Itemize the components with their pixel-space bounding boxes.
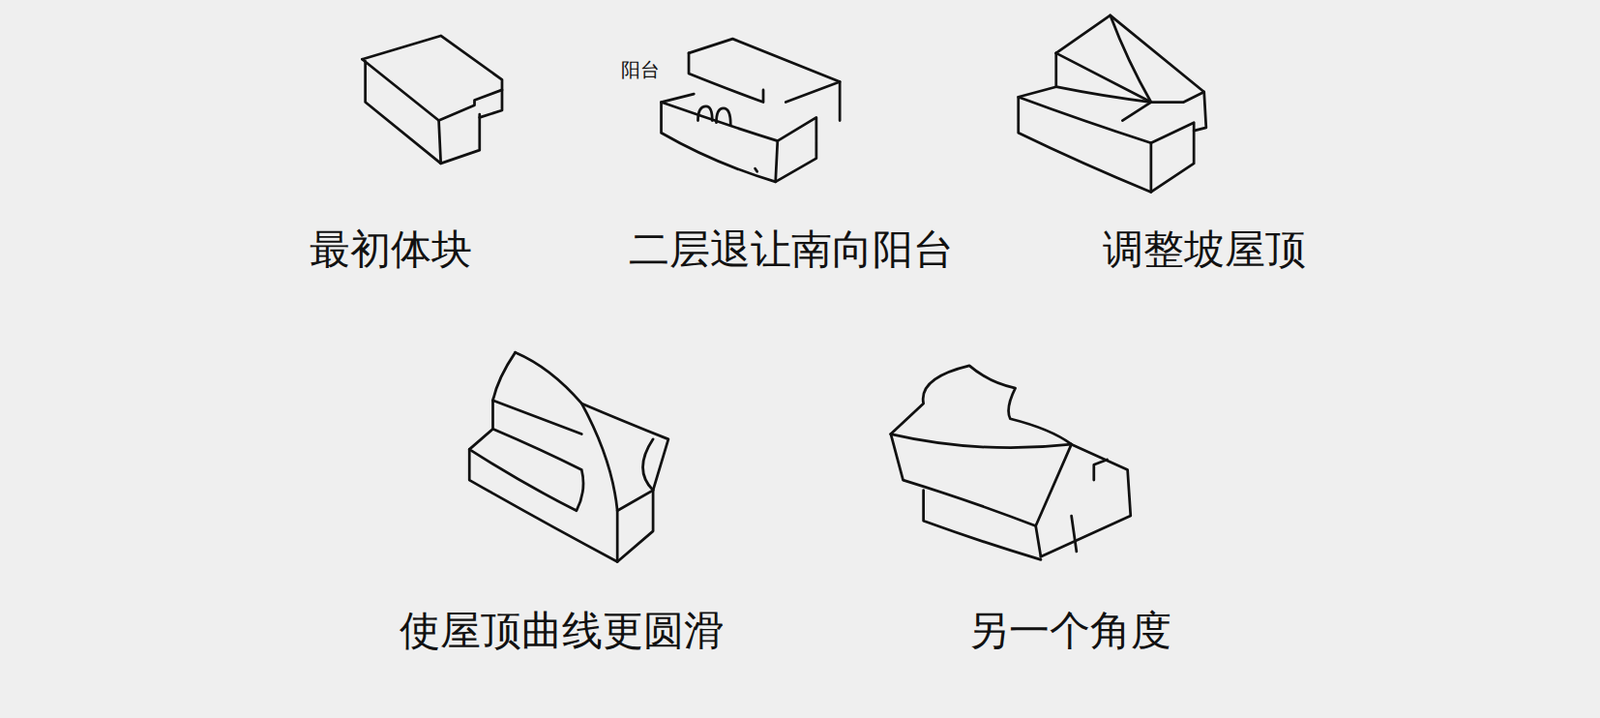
caption-label: 另一个角度: [968, 608, 1172, 653]
caption-label: 二层退让南向阳台: [628, 227, 954, 272]
annotation-label: 阳台: [621, 59, 660, 81]
sketch-pitched-roof: [1018, 15, 1207, 193]
sketch-curved-roof: [469, 352, 669, 562]
caption-label: 调整坡屋顶: [1102, 227, 1306, 272]
sketch-initial-mass: [361, 35, 503, 164]
caption-label: 使屋顶曲线更圆滑: [399, 608, 725, 653]
sketch-other-angle: [890, 365, 1131, 561]
caption-label: 最初体块: [309, 227, 473, 272]
sketch-balcony: [661, 38, 841, 182]
